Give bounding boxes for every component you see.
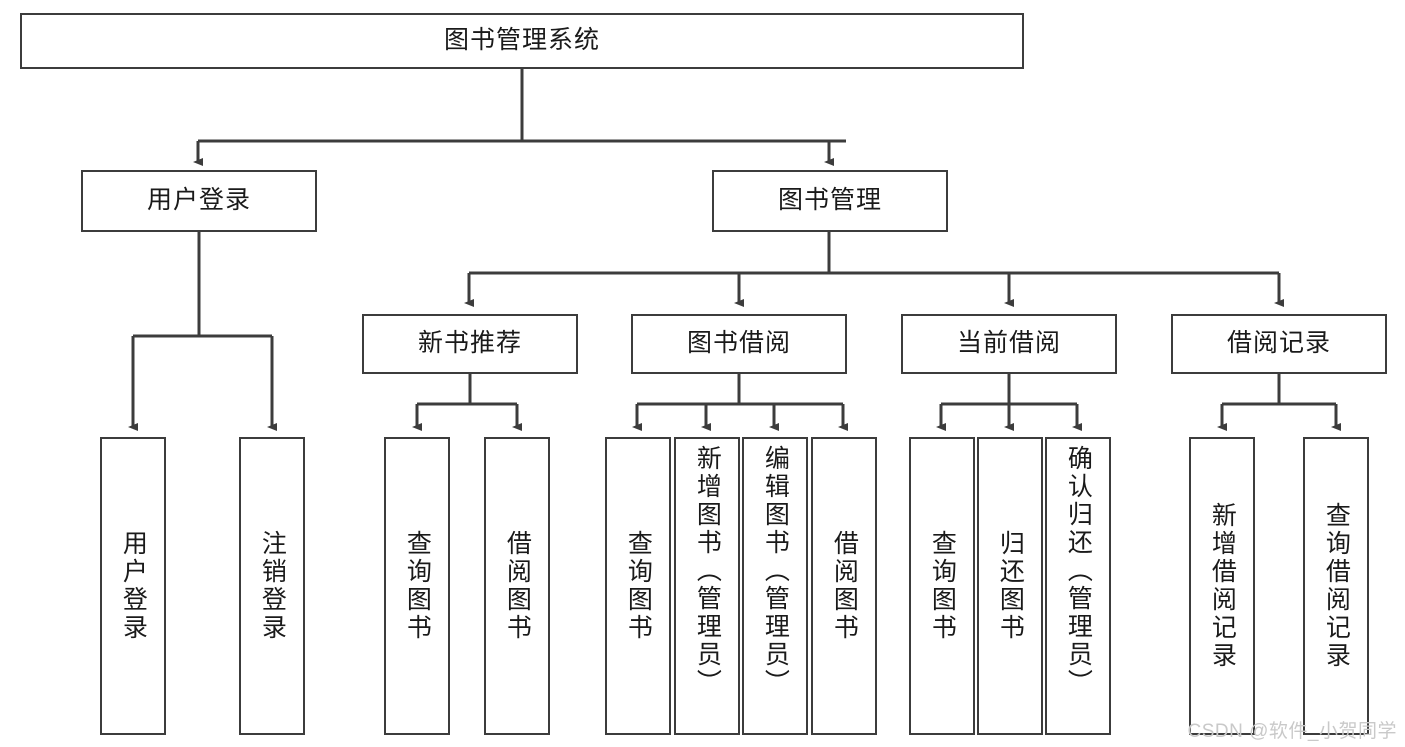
node-label: 借阅图书: [503, 530, 532, 642]
leaf-query-book-borrow[interactable]: 查询图书: [605, 437, 671, 735]
node-book-borrow[interactable]: 图书借阅: [631, 314, 847, 374]
node-label: 新增借阅记录: [1208, 502, 1237, 670]
node-current-borrow[interactable]: 当前借阅: [901, 314, 1117, 374]
node-label: 当前借阅: [956, 329, 1061, 358]
node-label: 查询图书: [624, 530, 653, 642]
node-label: 图书管理: [777, 186, 882, 215]
leaf-edit-book-admin[interactable]: 编辑图书（管理员）: [742, 437, 808, 735]
node-label: 查询图书: [403, 530, 432, 642]
leaf-add-borrow-record[interactable]: 新增借阅记录: [1189, 437, 1255, 735]
leaf-return-book[interactable]: 归还图书: [977, 437, 1043, 735]
node-label: 查询图书: [928, 530, 957, 642]
node-label: 借阅记录: [1226, 329, 1331, 358]
node-label: 图书借阅: [686, 329, 791, 358]
node-label: 新增图书（管理员）: [693, 445, 722, 697]
node-book-management[interactable]: 图书管理: [712, 170, 948, 232]
leaf-query-book-recommend[interactable]: 查询图书: [384, 437, 450, 735]
node-borrow-record[interactable]: 借阅记录: [1171, 314, 1387, 374]
node-label: 新书推荐: [417, 329, 522, 358]
node-new-book-recommend[interactable]: 新书推荐: [362, 314, 578, 374]
leaf-borrow-book-recommend[interactable]: 借阅图书: [484, 437, 550, 735]
node-label: 用户登录: [146, 186, 251, 215]
node-label: 注销登录: [258, 530, 287, 642]
node-root-system[interactable]: 图书管理系统: [20, 13, 1024, 69]
node-label: 用户登录: [119, 530, 148, 642]
node-label: 借阅图书: [830, 530, 859, 642]
leaf-borrow-book[interactable]: 借阅图书: [811, 437, 877, 735]
watermark-text: CSDN @软件_小贺同学: [1187, 721, 1397, 742]
node-label: 确认归还（管理员）: [1064, 445, 1093, 697]
leaf-user-login[interactable]: 用户登录: [100, 437, 166, 735]
leaf-logout[interactable]: 注销登录: [239, 437, 305, 735]
leaf-query-book-current[interactable]: 查询图书: [909, 437, 975, 735]
leaf-add-book-admin[interactable]: 新增图书（管理员）: [674, 437, 740, 735]
node-label: 归还图书: [996, 530, 1025, 642]
node-label: 查询借阅记录: [1322, 502, 1351, 670]
node-label: 编辑图书（管理员）: [761, 445, 790, 697]
node-user-login[interactable]: 用户登录: [81, 170, 317, 232]
leaf-confirm-return-admin[interactable]: 确认归还（管理员）: [1045, 437, 1111, 735]
leaf-query-borrow-record[interactable]: 查询借阅记录: [1303, 437, 1369, 735]
node-label: 图书管理系统: [443, 26, 600, 55]
